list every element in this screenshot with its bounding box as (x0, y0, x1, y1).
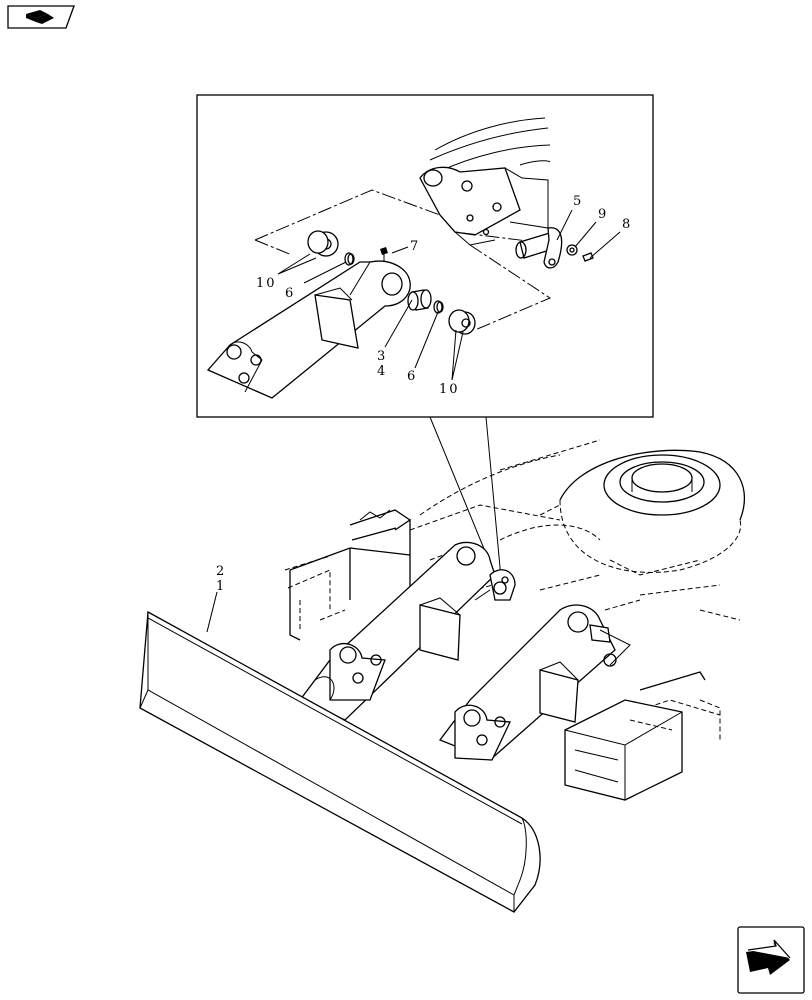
inset-callout-leaders (277, 209, 621, 381)
right-track-frame (564, 671, 706, 801)
dozer-blade (139, 610, 541, 913)
callout-5: 5 (573, 194, 583, 209)
callout-8: 8 (622, 217, 632, 232)
blade-callout-leader (206, 591, 218, 633)
slewing-ring (539, 449, 746, 573)
callout-9: 9 (598, 207, 608, 222)
left-track-frame (289, 509, 411, 641)
inset-bushings (307, 230, 476, 335)
book-icon[interactable] (7, 5, 75, 29)
detail-inset-frame (196, 94, 654, 418)
inset-assembly-lines (254, 189, 561, 331)
center-pin-bracket (474, 569, 516, 601)
inset-frame-bracket (419, 117, 551, 246)
callout-6-left: 6 (285, 286, 295, 301)
callout-10-left: 10 (256, 276, 277, 291)
inset-pin-assembly (515, 227, 594, 269)
callout-7: 7 (410, 239, 420, 254)
callout-3: 3 (377, 349, 387, 364)
callout-6-right: 6 (407, 369, 417, 384)
callout-10-right: 10 (439, 382, 460, 397)
callout-2: 2 (216, 564, 226, 579)
right-arm-pin (589, 624, 631, 667)
left-blade-arm (298, 541, 496, 721)
right-blade-arm (438, 604, 616, 761)
callout-1: 1 (216, 579, 226, 594)
callout-4: 4 (377, 364, 387, 379)
next-page-arrow-icon[interactable] (737, 926, 805, 994)
inset-arm (206, 260, 411, 399)
